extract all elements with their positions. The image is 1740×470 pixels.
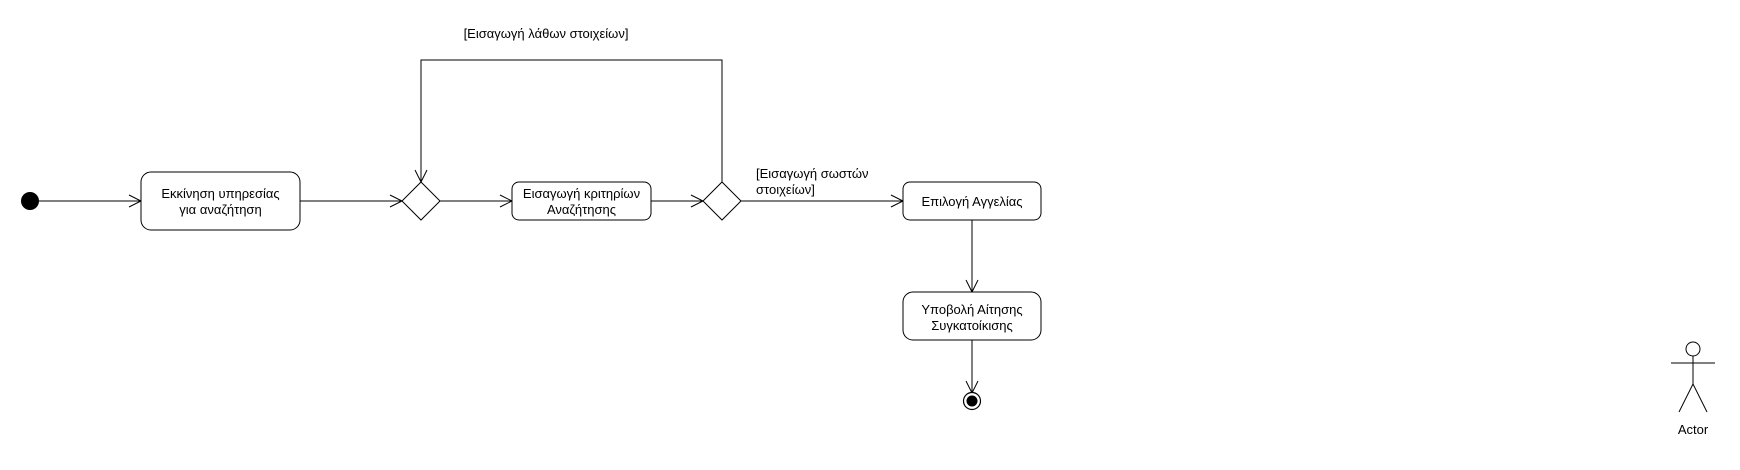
action-enter-criteria-line1: Εισαγωγή κριτηρίων — [523, 186, 640, 201]
action-enter-criteria: Εισαγωγή κριτηρίων Αναζήτησης — [511, 181, 652, 221]
decision-node — [702, 181, 742, 221]
edge-decision-loop-to-merge — [414, 59, 723, 184]
action-start-service: Εκκίνηση υπηρεσίας για αναζήτηση — [140, 171, 301, 231]
edge-enter-criteria-to-decision — [651, 194, 705, 208]
guard-correct-data-line1: [Εισαγωγή σωστών — [756, 166, 869, 181]
action-select-listing-label: Επιλογή Αγγελίας — [921, 194, 1022, 209]
actor-icon — [1671, 341, 1715, 413]
action-start-service-line2: για αναζήτηση — [179, 202, 261, 217]
guard-correct-data-line2: στοιχείων] — [756, 182, 815, 197]
final-node — [962, 391, 982, 411]
edge-start-service-to-merge — [300, 194, 404, 208]
action-submit-application: Υποβολή Αίτησης Συγκατοίκισης — [902, 291, 1042, 341]
edge-select-listing-to-submit-application — [965, 220, 979, 294]
edge-initial-to-start-service — [39, 194, 143, 208]
edge-submit-application-to-final — [965, 340, 979, 395]
initial-node — [21, 192, 39, 210]
merge-node — [401, 181, 441, 221]
guard-wrong-data: [Εισαγωγή λάθων στοιχείων] — [464, 26, 629, 41]
action-submit-application-line2: Συγκατοίκισης — [931, 318, 1012, 333]
action-start-service-line1: Εκκίνηση υπηρεσίας — [161, 186, 279, 201]
edge-merge-to-enter-criteria — [440, 194, 514, 208]
actor-label: Actor — [1678, 422, 1709, 437]
action-select-listing: Επιλογή Αγγελίας — [902, 181, 1042, 221]
action-enter-criteria-line2: Αναζήτησης — [547, 202, 616, 217]
action-submit-application-line1: Υποβολή Αίτησης — [921, 302, 1022, 317]
